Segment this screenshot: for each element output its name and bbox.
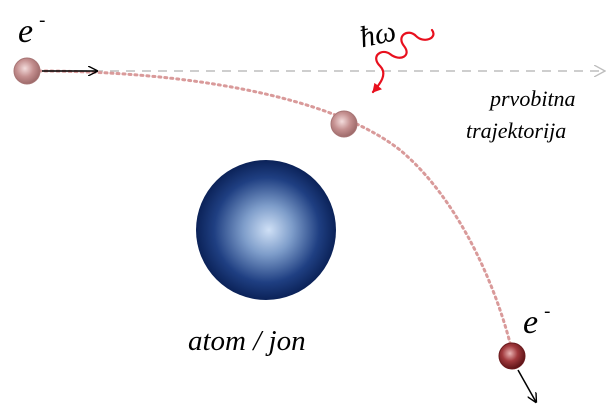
- atom-ion-label: atom / jon: [188, 327, 306, 356]
- original-trajectory-label-line1: prvobitna: [490, 88, 576, 110]
- outgoing-velocity-arrow: [518, 370, 536, 402]
- electron-incoming-label: e-: [18, 12, 45, 49]
- electron-incoming-symbol: e: [18, 13, 33, 50]
- electron-incoming-charge: -: [39, 10, 45, 31]
- electron-outgoing: [499, 343, 525, 369]
- electron-outgoing-label: e-: [523, 303, 550, 340]
- electron-deflecting: [331, 111, 357, 137]
- original-trajectory-label-line2: trajektorija: [466, 120, 566, 142]
- electron-outgoing-charge: -: [544, 301, 550, 322]
- atom-ion: [196, 160, 336, 300]
- photon-energy-label: ħω: [357, 16, 399, 53]
- electron-incoming: [14, 58, 40, 84]
- electron-outgoing-symbol: e: [523, 304, 538, 341]
